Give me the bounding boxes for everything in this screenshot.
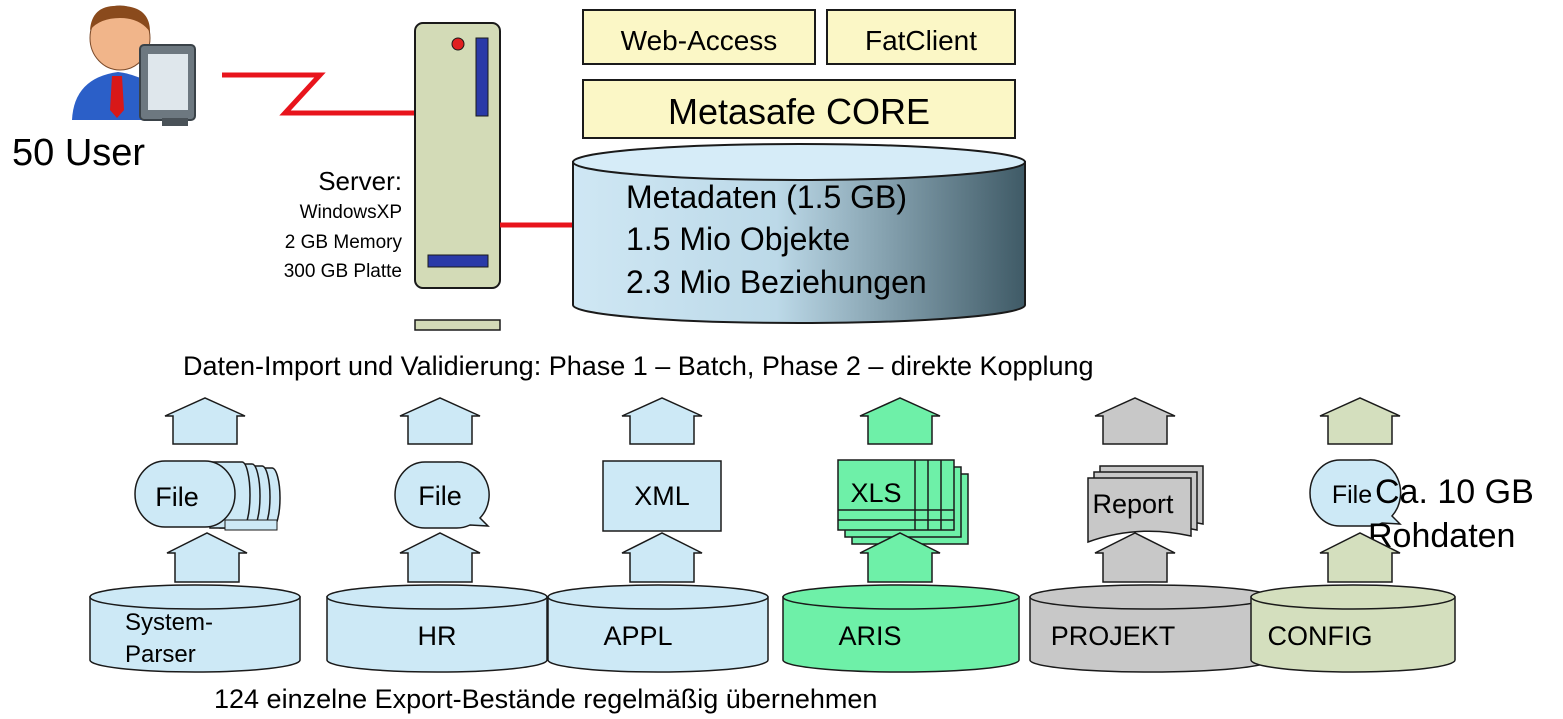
user-icon (72, 5, 196, 126)
db-label-hr: HR (418, 621, 457, 651)
export-arrow-2 (399, 532, 481, 583)
export-arrow-5 (1094, 532, 1176, 583)
server-disk: 300 GB Platte (284, 261, 402, 282)
report-label: Report (1092, 489, 1174, 519)
relation-count: 2.3 Mio Beziehungen (626, 264, 927, 300)
db-label-aris: ARIS (838, 621, 901, 651)
web-access-label: Web-Access (621, 25, 778, 56)
web-access-box (582, 9, 816, 65)
db-label-projekt: PROJEKT (1051, 621, 1176, 651)
source-db-system-parser (89, 584, 301, 673)
fat-client-box (826, 9, 1016, 65)
import-arrow-3 (621, 397, 703, 445)
xls-label: XLS (850, 478, 901, 508)
report-document-icon (1087, 465, 1204, 544)
export-arrow-3 (621, 532, 703, 583)
file-label-2: File (418, 481, 462, 511)
export-arrow-4 (859, 532, 941, 583)
db-label-appl: APPL (603, 621, 672, 651)
xml-file-box (602, 460, 722, 532)
network-link-user-server (222, 72, 415, 116)
bottom-caption: 124 einzelne Export-Bestände regelmäßig … (214, 684, 877, 714)
db-label-config: CONFIG (1268, 621, 1373, 651)
export-arrows (166, 532, 1401, 583)
metasafe-core-label: Metasafe CORE (668, 91, 930, 132)
import-arrow-6 (1319, 397, 1401, 445)
object-count: 1.5 Mio Objekte (626, 221, 850, 257)
file-label-1: File (155, 482, 199, 512)
server-os: WindowsXP (300, 202, 402, 223)
export-arrow-1 (166, 532, 248, 583)
xml-label: XML (634, 481, 690, 511)
metadata-database-icon (572, 143, 1026, 324)
fat-client-label: FatClient (865, 25, 977, 56)
server-memory: 2 GB Memory (285, 232, 403, 253)
config-file-label: File (1332, 481, 1372, 509)
spreadsheet-icon (837, 459, 969, 545)
metadata-size: Metadaten (1.5 GB) (626, 179, 907, 215)
import-arrow-5 (1094, 397, 1176, 445)
source-db-aris (782, 584, 1020, 673)
source-db-config (1250, 584, 1456, 673)
source-db-projekt (1029, 584, 1271, 673)
user-count-label: 50 User (12, 132, 145, 174)
import-arrows (164, 397, 1401, 445)
server-title: Server: (318, 166, 402, 196)
db-label-parser: Parser (125, 641, 196, 668)
metasafe-core-box (582, 79, 1016, 139)
file-icon (394, 461, 490, 529)
server-tower-icon (414, 22, 501, 331)
import-arrow-1 (164, 397, 246, 445)
export-arrow-6 (1319, 532, 1401, 583)
import-caption: Daten-Import und Validierung: Phase 1 – … (183, 351, 1094, 381)
import-arrow-2 (399, 397, 481, 445)
file-stack-icon (134, 460, 281, 531)
import-arrow-4 (859, 397, 941, 445)
db-label-system: System- (125, 609, 213, 636)
source-db-appl (547, 584, 769, 673)
source-db-hr (326, 584, 548, 673)
config-file-icon (1309, 459, 1402, 527)
raw-data-line1: Ca. 10 GB (1375, 473, 1534, 511)
